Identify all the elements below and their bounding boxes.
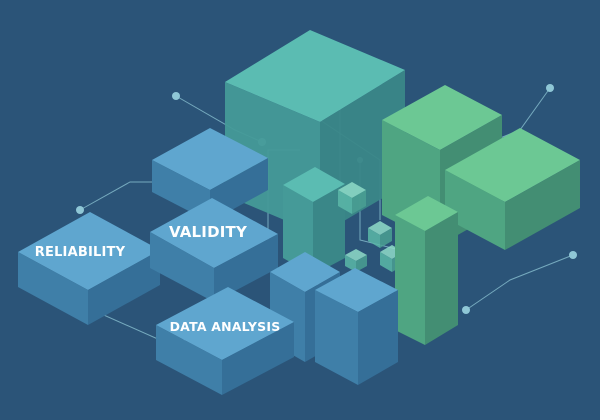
block-validity: VALIDITY [150,198,278,302]
block-blue-tall-front [315,268,398,385]
block-reliability: RELIABILITY [18,212,160,325]
node-dot [76,206,84,214]
data-analysis-label: DATA ANALYSIS [170,319,281,334]
node-dot [172,92,180,100]
reliability-label: RELIABILITY [35,245,126,260]
node-dot [546,84,554,92]
block-green-tall-front [395,196,458,345]
node-dot [462,306,470,314]
block-data-analysis: DATA ANALYSIS [156,287,294,395]
node-dot [569,251,577,259]
validity-label: VALIDITY [169,223,248,241]
block-green-right [445,128,580,250]
